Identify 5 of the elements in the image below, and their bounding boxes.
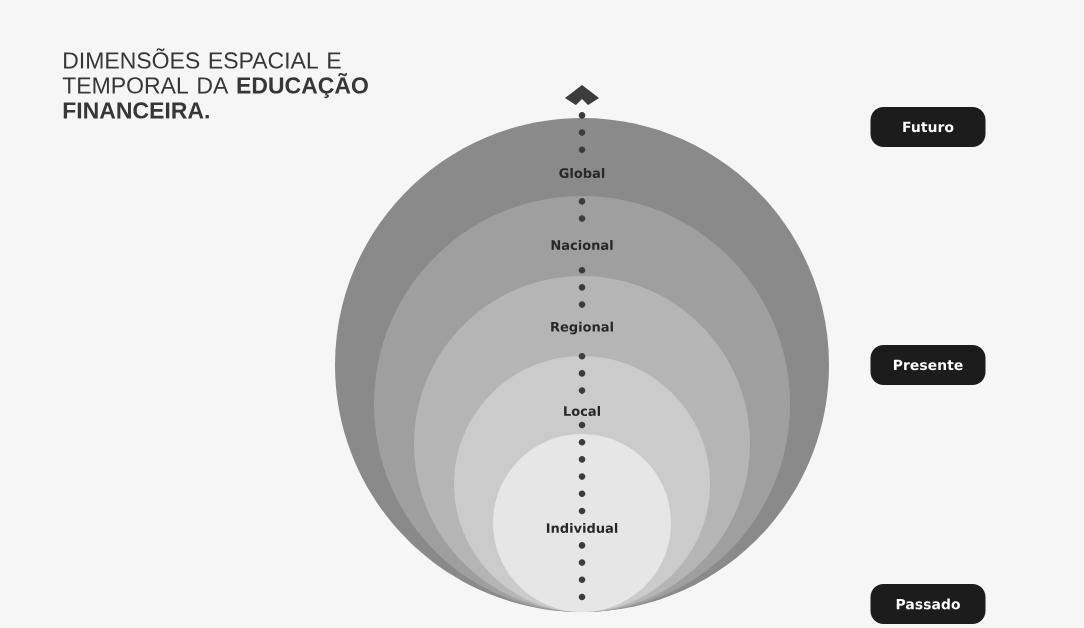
pill-label: Passado — [870, 584, 986, 624]
circle-band: Individual — [493, 434, 671, 612]
title: DIMENSÕES ESPACIAL E TEMPORAL DA EDUCAÇÃO FINANCEIRA. — [62, 48, 368, 119]
pill-label: Futuro — [870, 107, 986, 147]
pill-label: Presente — [870, 345, 986, 385]
